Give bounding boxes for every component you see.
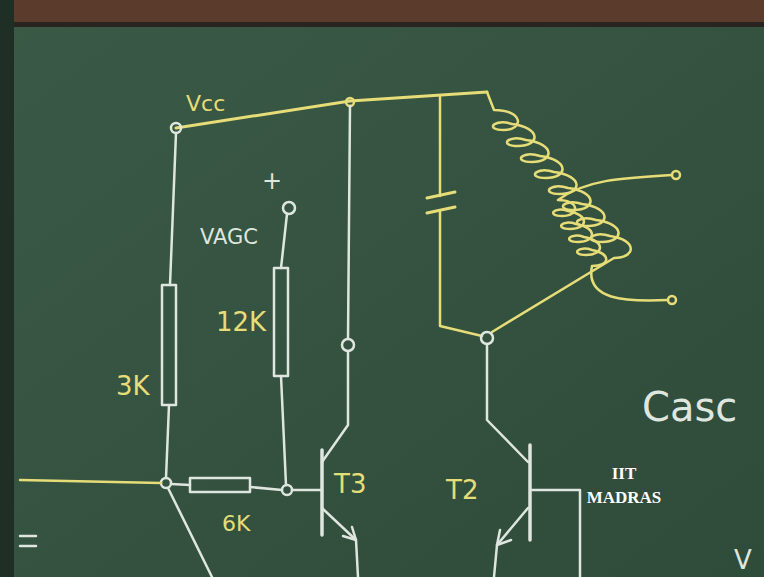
junction (161, 478, 171, 488)
resistor-value: 3K (116, 372, 150, 401)
resistor-symbol (162, 285, 176, 405)
transistor-base (528, 445, 532, 540)
chalk-mark (20, 536, 36, 546)
inductor-coil (553, 175, 672, 301)
emitter-lead (494, 508, 528, 577)
input-wire (20, 480, 161, 483)
wire (281, 214, 287, 268)
voltage-label: VAGC (200, 226, 258, 249)
terminal (481, 332, 493, 344)
note-text: V (734, 546, 752, 575)
board-edge (0, 0, 14, 577)
terminal (668, 296, 676, 304)
wire (348, 106, 350, 339)
wire (166, 405, 169, 478)
resistor-symbol (274, 268, 288, 376)
terminal (342, 339, 354, 351)
junction (282, 485, 292, 495)
wire (292, 489, 322, 492)
watermark: IIT MADRAS (584, 462, 664, 510)
collector-lead (487, 344, 528, 462)
emitter-lead (322, 508, 358, 577)
resistor-value: 12K (216, 308, 266, 337)
wire (250, 487, 282, 490)
wire (170, 133, 176, 285)
wire (281, 376, 286, 485)
resistor-value: 6K (222, 512, 250, 536)
wire (532, 490, 580, 577)
transistor-label: T3 (334, 470, 366, 499)
resistor-symbol (190, 478, 250, 492)
frame-shadow (0, 22, 764, 27)
emitter-arrow (343, 527, 356, 540)
wire (168, 488, 212, 577)
polarity-sign: + (262, 168, 282, 194)
board-frame (0, 0, 764, 22)
wire (439, 97, 442, 196)
wire (440, 212, 482, 336)
terminal (672, 171, 680, 179)
terminal (283, 202, 295, 214)
terminal (171, 123, 181, 133)
emitter-arrow (497, 530, 511, 545)
note-text: Casc (642, 385, 737, 429)
transistor-label: T2 (446, 476, 478, 505)
collector-lead (322, 351, 348, 462)
wire (171, 484, 190, 485)
supply-label: Vcc (186, 92, 225, 116)
capacitor-symbol (427, 192, 455, 213)
